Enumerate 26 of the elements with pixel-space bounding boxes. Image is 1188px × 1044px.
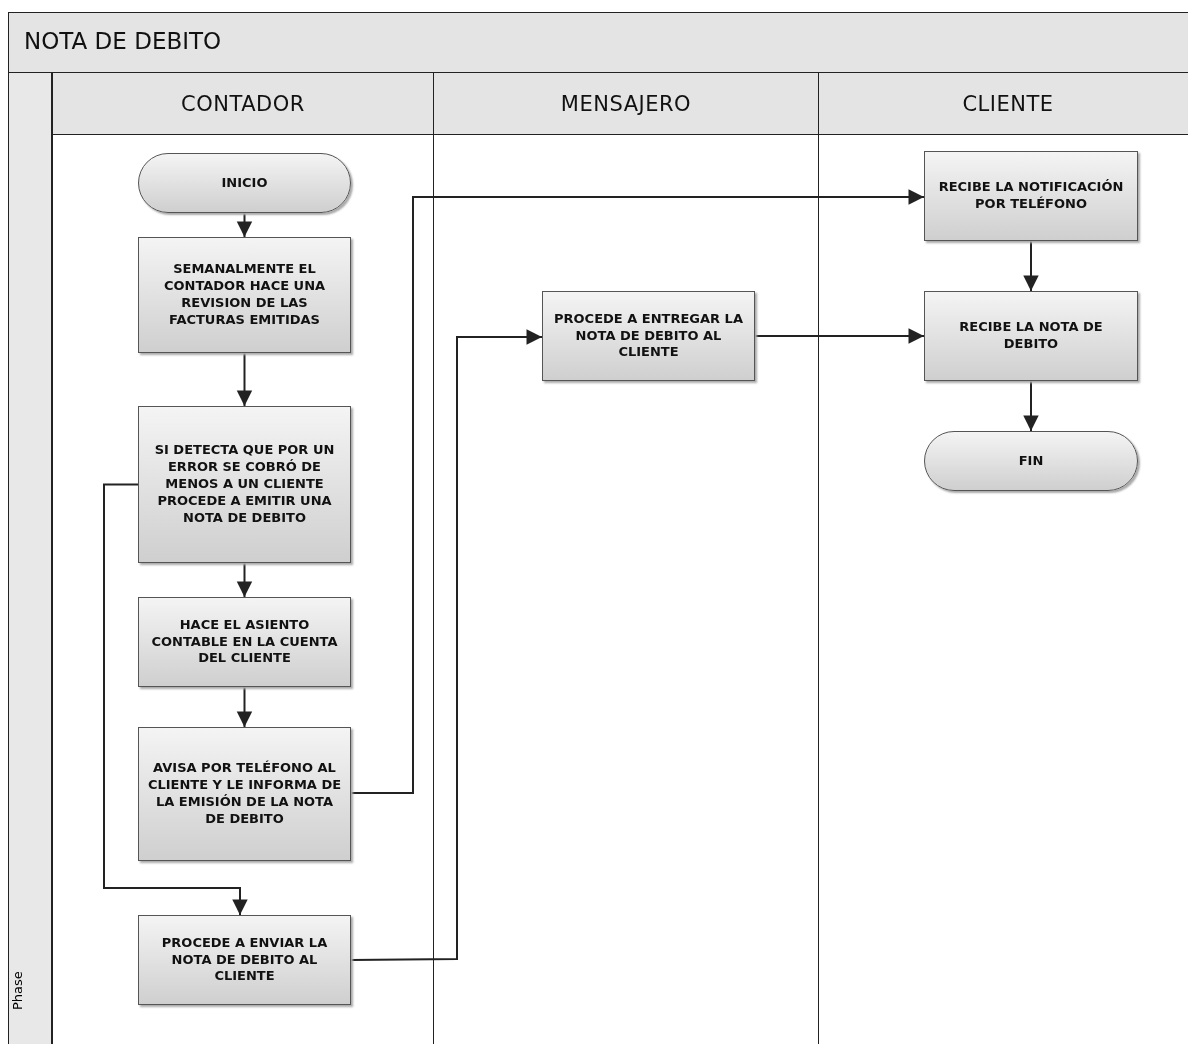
swimlane: [52, 72, 434, 1044]
arrow: [103, 483, 248, 916]
lane-header: CLIENTE: [819, 73, 1188, 135]
process-box: PROCEDE A ENVIAR LA NOTA DE DEBITO AL CLIENTE: [138, 915, 351, 1005]
lane-header: CONTADOR: [53, 73, 433, 135]
arrow: [236, 562, 253, 598]
arrow: [1023, 240, 1039, 292]
terminator: FIN: [924, 431, 1138, 491]
process-box: SEMANALMENTE EL CONTADOR HACE UNA REVISION DE LAS FACTURAS EMITIDAS: [138, 237, 351, 353]
process-box: RECIBE LA NOTA DE DEBITO: [924, 291, 1138, 381]
terminator: INICIO: [138, 153, 351, 213]
process-box: AVISA POR TELÉFONO AL CLIENTE Y LE INFORMA DE LA EMISIÓN DE LA NOTA DE DEBITO: [138, 727, 351, 861]
process-box: RECIBE LA NOTIFICACIÓN POR TELÉFONO: [924, 151, 1138, 241]
process-box: HACE EL ASIENTO CONTABLE EN LA CUENTA DEL CLIENTE: [138, 597, 351, 687]
arrow: [236, 686, 253, 728]
process-box: PROCEDE A ENTREGAR LA NOTA DE DEBITO AL CLIENTE: [542, 291, 755, 381]
arrow: [350, 329, 543, 961]
arrow: [754, 328, 925, 344]
arrow: [350, 189, 925, 794]
arrow: [1023, 380, 1039, 432]
diagram-title: NOTA DE DEBITO: [24, 28, 222, 54]
arrow: [236, 212, 253, 238]
lane-header: MENSAJERO: [434, 73, 818, 135]
phase-label: Phase: [10, 971, 25, 1010]
arrow: [236, 352, 253, 407]
process-box: SI DETECTA QUE POR UN ERROR SE COBRÓ DE MENOS A UN CLIENTE PROCEDE A EMITIR UNA NOTA DE DEBITO: [138, 406, 351, 563]
